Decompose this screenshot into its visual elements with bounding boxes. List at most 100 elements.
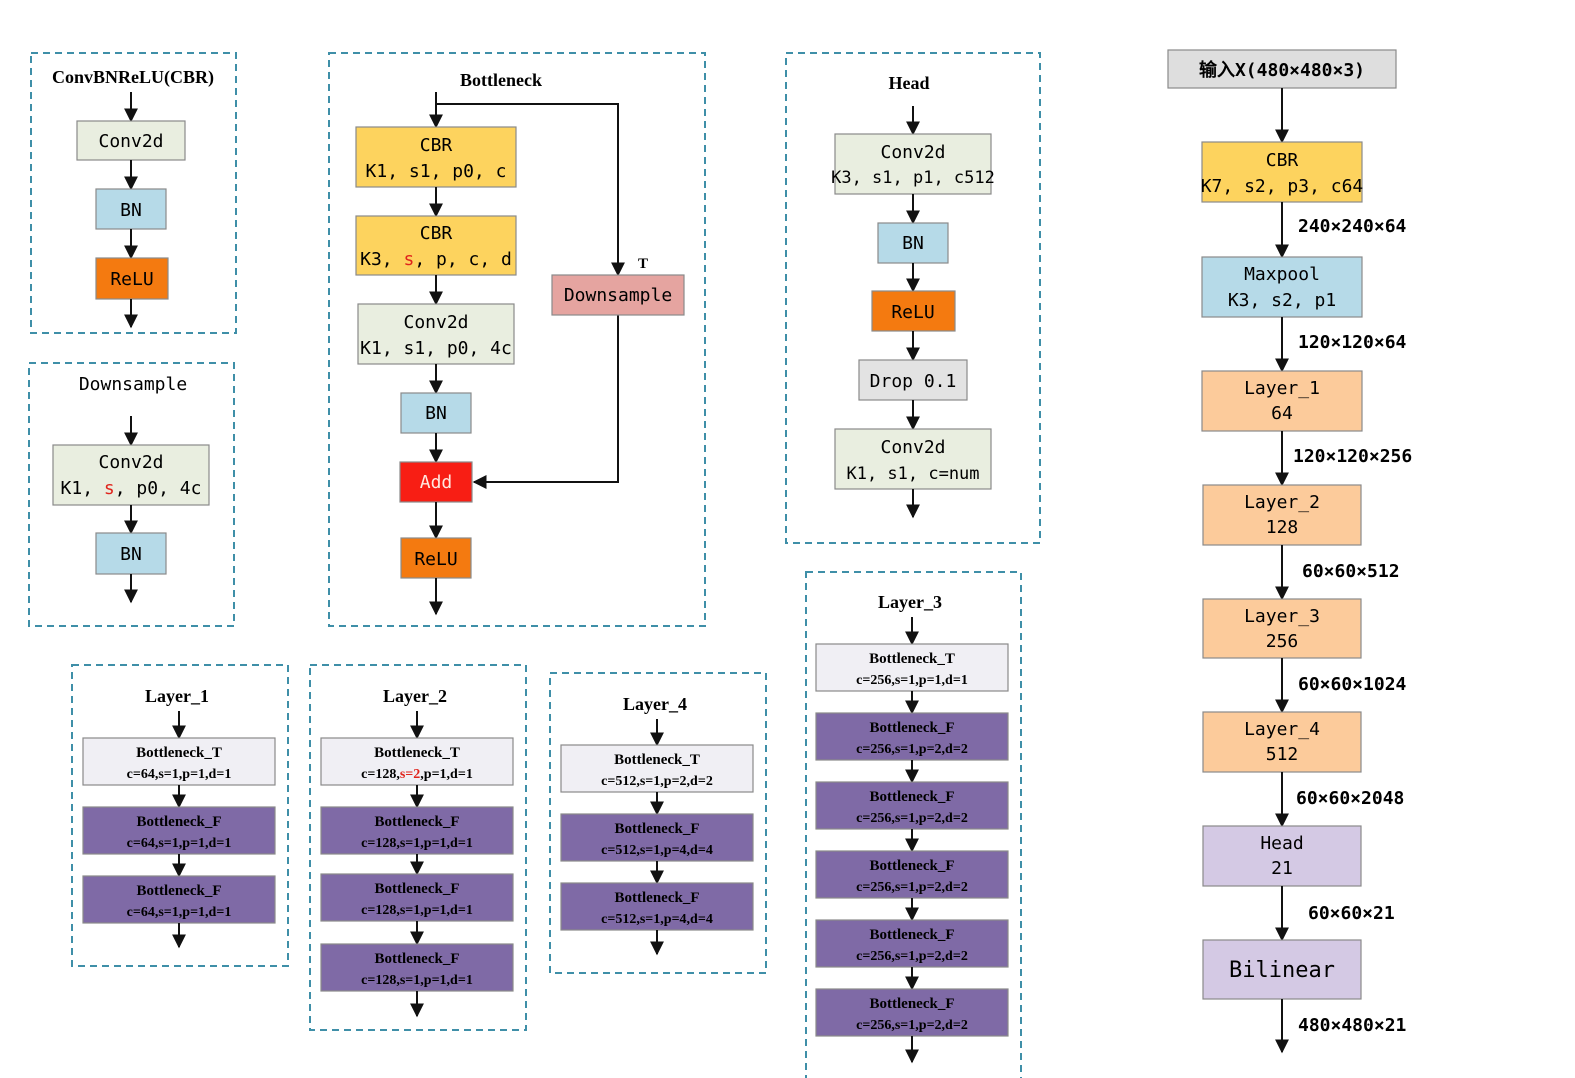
main-layer3-box xyxy=(1202,598,1362,659)
main-layer1-box xyxy=(1201,370,1363,432)
main-head-line2: 21 xyxy=(1271,858,1293,879)
shape-label-1: 240×240×64 xyxy=(1298,216,1407,237)
layer1-block-3-params: c=64,s=1,p=1,d=1 xyxy=(127,905,232,920)
cbr-panel: ConvBNReLU(CBR) Conv2d BN ReLU xyxy=(30,52,237,334)
bottleneck-downsample-box xyxy=(551,274,685,316)
cbr-conv-label: Conv2d xyxy=(98,131,163,152)
bottleneck-bn-label: BN xyxy=(425,403,447,424)
skip-arrow-bottom xyxy=(472,315,619,489)
head-panel-border xyxy=(785,52,1041,544)
layer4-panel-title: Layer_4 xyxy=(623,694,687,714)
layer3-block-5-name: Bottleneck_F xyxy=(870,927,955,943)
layer2-block-3-params: c=128,s=1,p=1,d=1 xyxy=(361,903,473,918)
downsample-panel: Downsample Conv2d K1, s, p0, 4c BN xyxy=(28,362,235,627)
head-conv1-line1: Conv2d xyxy=(880,142,945,163)
bottleneck-cbr1-line1: CBR xyxy=(420,135,453,156)
layer4-panel-border xyxy=(549,672,767,974)
layer2-block-4 xyxy=(320,943,514,992)
layer4-block-2-name: Bottleneck_F xyxy=(615,821,700,837)
bottleneck-conv-line1: Conv2d xyxy=(403,312,468,333)
bottleneck-relu-box xyxy=(400,537,472,579)
layer3-block-2 xyxy=(815,712,1009,761)
layer2-panel-border xyxy=(309,664,527,1031)
layer3-block-5 xyxy=(815,919,1009,968)
layer1-panel-title: Layer_1 xyxy=(145,686,209,706)
main-layer4-line1: Layer_4 xyxy=(1244,719,1320,740)
head-bn-label: BN xyxy=(902,233,924,254)
input-label: 输入X(480×480×3) xyxy=(1199,59,1365,81)
layer4-block-1-params: c=512,s=1,p=2,d=2 xyxy=(601,774,713,789)
layer2-panel: Layer_2 Bottleneck_T c=128,s=2,p=1,d=1 B… xyxy=(309,664,527,1031)
head-drop-box xyxy=(858,359,968,401)
downsample-bn-label: BN xyxy=(120,544,142,565)
shape-label-5: 60×60×1024 xyxy=(1298,674,1407,695)
main-layer2-line2: 128 xyxy=(1266,517,1299,538)
layer1-block-3 xyxy=(82,875,276,924)
bottleneck-conv-box xyxy=(357,303,515,365)
shape-label-2: 120×120×64 xyxy=(1298,332,1407,353)
head-panel: Head Conv2d K3, s1, p1, c512 BN ReLU Dro… xyxy=(785,52,1041,544)
head-drop-label: Drop 0.1 xyxy=(870,371,957,392)
layer2-block-1-name: Bottleneck_T xyxy=(374,745,460,761)
layer4-block-1 xyxy=(560,744,754,793)
main-layer3-line1: Layer_3 xyxy=(1244,606,1320,627)
head-relu-box xyxy=(871,290,956,332)
downsample-panel-border xyxy=(28,362,235,627)
downsample-bn-box xyxy=(95,532,167,575)
main-bilinear-label: Bilinear xyxy=(1229,958,1335,983)
main-flow: 输入X(480×480×3) CBR K7, s2, p3, c64 240×2… xyxy=(1167,49,1412,1054)
downsample-panel-title: Downsample xyxy=(79,374,187,395)
layer3-block-1-params: c=256,s=1,p=1,d=1 xyxy=(856,673,968,688)
shape-label-7: 60×60×21 xyxy=(1308,903,1395,924)
skip-arrow-top xyxy=(436,103,625,277)
main-layer2-box xyxy=(1202,484,1362,546)
shape-label-6: 60×60×2048 xyxy=(1296,788,1404,809)
layer1-block-2-name: Bottleneck_F xyxy=(137,814,222,830)
bottleneck-bn-box xyxy=(400,392,472,434)
bottleneck-relu-label: ReLU xyxy=(414,549,457,570)
layer2-block-4-params: c=128,s=1,p=1,d=1 xyxy=(361,973,473,988)
layer1-block-1-params: c=64,s=1,p=1,d=1 xyxy=(127,767,232,782)
layer3-block-3-params: c=256,s=1,p=2,d=2 xyxy=(856,811,968,826)
main-maxpool-line2: K3, s2, p1 xyxy=(1228,290,1336,311)
layer3-block-5-params: c=256,s=1,p=2,d=2 xyxy=(856,949,968,964)
layer1-block-3-name: Bottleneck_F xyxy=(137,883,222,899)
layer3-block-1-name: Bottleneck_T xyxy=(869,651,955,667)
layer2-block-1 xyxy=(320,737,514,786)
head-conv1-box xyxy=(834,133,992,195)
layer4-block-3-name: Bottleneck_F xyxy=(615,890,700,906)
layer3-panel-border xyxy=(805,571,1022,1078)
layer3-block-4-params: c=256,s=1,p=2,d=2 xyxy=(856,880,968,895)
layer2-block-3-name: Bottleneck_F xyxy=(375,881,460,897)
layer4-block-1-name: Bottleneck_T xyxy=(614,752,700,768)
main-bilinear-box xyxy=(1202,939,1362,1000)
layer4-block-3-params: c=512,s=1,p=4,d=4 xyxy=(601,912,713,927)
shape-label-8: 480×480×21 xyxy=(1298,1015,1406,1036)
cbr-conv-box xyxy=(76,120,186,161)
layer3-block-4-name: Bottleneck_F xyxy=(870,858,955,874)
main-layer1-line1: Layer_1 xyxy=(1244,378,1320,399)
main-cbr-box xyxy=(1201,141,1363,203)
head-relu-label: ReLU xyxy=(891,302,934,323)
layer2-block-2-name: Bottleneck_F xyxy=(375,814,460,830)
layer3-block-2-name: Bottleneck_F xyxy=(870,720,955,736)
head-conv2-line1: Conv2d xyxy=(880,437,945,458)
layer1-block-2-params: c=64,s=1,p=1,d=1 xyxy=(127,836,232,851)
bottleneck-cbr2-line1: CBR xyxy=(420,223,453,244)
cbr-bn-label: BN xyxy=(120,200,142,221)
layer3-block-6 xyxy=(815,988,1009,1037)
downsample-conv-box xyxy=(52,444,210,506)
main-layer4-line2: 512 xyxy=(1266,744,1299,765)
bottleneck-cbr1-line2: K1, s1, p0, c xyxy=(366,161,507,182)
bottleneck-add-label: Add xyxy=(420,472,453,493)
layer1-block-1-name: Bottleneck_T xyxy=(136,745,222,761)
bottleneck-panel-title: Bottleneck xyxy=(460,70,542,90)
head-conv1-line2: K3, s1, p1, c512 xyxy=(831,168,995,188)
bottleneck-conv-line2: K1, s1, p0, 4c xyxy=(360,338,512,359)
layer3-block-6-params: c=256,s=1,p=2,d=2 xyxy=(856,1018,968,1033)
layer3-panel: Layer_3 Bottleneck_T c=256,s=1,p=1,d=1 B… xyxy=(805,571,1022,1078)
cbr-panel-border xyxy=(30,52,237,334)
layer3-block-1 xyxy=(815,643,1009,692)
layer3-block-4 xyxy=(815,850,1009,899)
